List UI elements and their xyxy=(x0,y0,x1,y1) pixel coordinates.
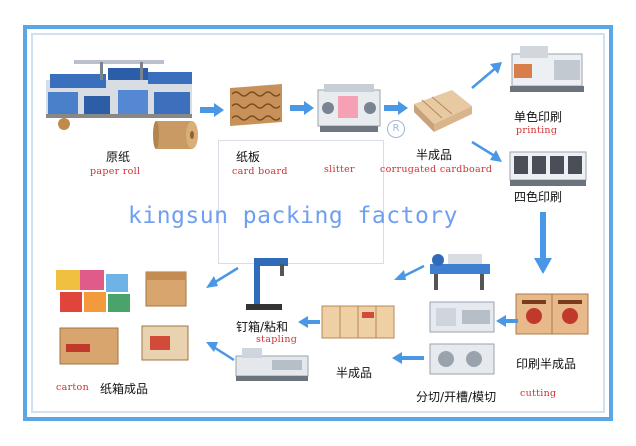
printed-semi-label: 印刷半成品 xyxy=(516,357,577,371)
paper-roll xyxy=(153,121,198,149)
watermark-text: kingsun packing factory xyxy=(128,203,458,229)
stapling-label: 钉箱/粘和 xyxy=(236,320,289,334)
corrugated-label: 半成品 xyxy=(416,148,453,162)
arrow-right-icon xyxy=(290,101,314,115)
stapling-machine xyxy=(246,258,288,310)
arrow-right-icon xyxy=(200,103,224,117)
single-color-printer xyxy=(510,46,584,92)
card-board xyxy=(230,84,282,126)
slitter-machine xyxy=(317,84,381,132)
stapling-label-en: stapling xyxy=(256,334,298,345)
four-color-printer xyxy=(509,151,587,186)
flat-box-blank xyxy=(321,305,395,339)
arrow-down-icon xyxy=(534,212,552,274)
paper-roll-label-en: paper roll xyxy=(90,166,141,177)
registered-mark-icon: R xyxy=(387,120,405,138)
arrow-up-left-icon xyxy=(394,264,425,280)
four-print-label: 四色印刷 xyxy=(514,190,563,204)
arrow-left-icon xyxy=(392,352,424,364)
cutting-machine xyxy=(429,301,495,375)
card-board-label: 纸板 xyxy=(236,150,261,164)
single-print-label-en: printing xyxy=(516,125,558,136)
arrow-right-icon xyxy=(384,101,408,115)
gluing-machine xyxy=(235,348,309,381)
finished-cartons xyxy=(56,270,189,365)
arrow-up-right-icon xyxy=(471,62,502,89)
outer-frame xyxy=(23,25,613,421)
carton-label-en: carton xyxy=(56,382,89,393)
slotting-machine xyxy=(430,254,490,290)
printed-semi-boxes xyxy=(515,293,589,335)
cutting-label: 分切/开槽/模切 xyxy=(416,390,497,404)
semi2-label: 半成品 xyxy=(336,366,373,380)
arrow-up-left-icon xyxy=(206,266,239,288)
cutting-label-en: cutting xyxy=(520,388,557,399)
cardboard-stack xyxy=(414,90,472,132)
carton-label: 纸箱成品 xyxy=(100,382,149,396)
corrugator-machine xyxy=(46,60,192,130)
paper-roll-label: 原纸 xyxy=(106,150,131,164)
arrow-down-left-icon xyxy=(206,342,235,362)
slitter-label-en: slitter xyxy=(324,164,355,175)
arrow-left-icon xyxy=(496,315,518,327)
arrow-left-icon xyxy=(298,316,320,328)
card-board-label-en: card board xyxy=(232,166,288,177)
single-print-label: 单色印刷 xyxy=(514,110,563,124)
corrugated-label-en: corrugated cardboard xyxy=(380,164,493,175)
arrow-down-right-icon xyxy=(471,140,502,162)
watermark-logo-box xyxy=(218,140,384,264)
